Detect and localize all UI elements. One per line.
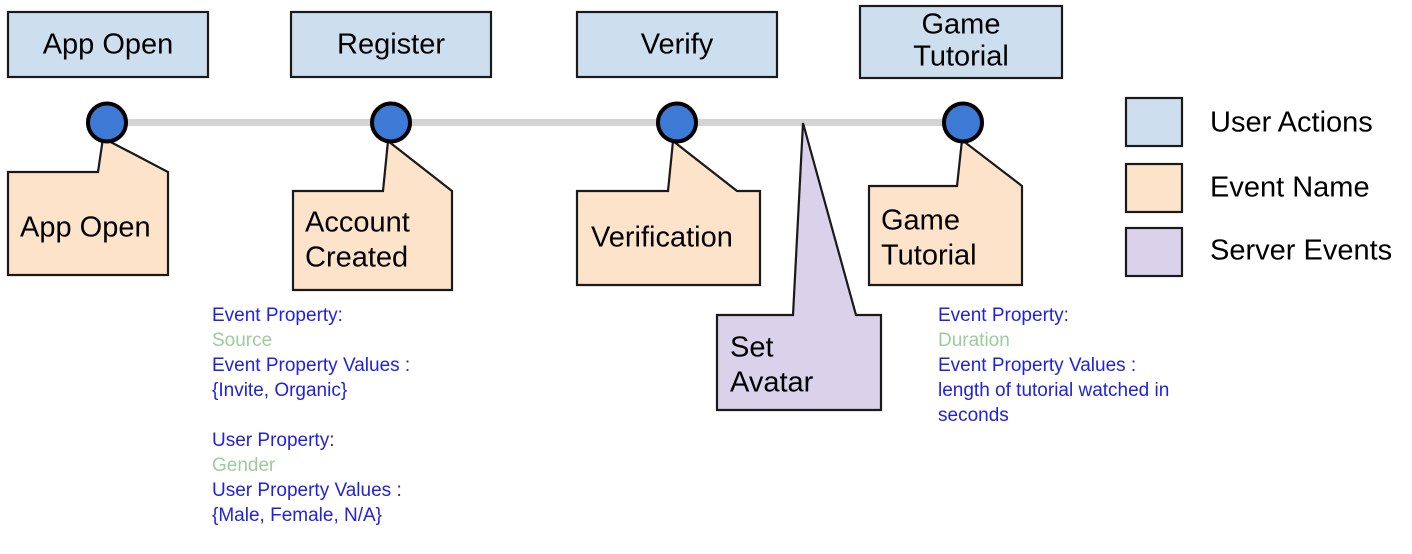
event-callout-game-tutorial[interactable] [867,137,1024,287]
property-block-register-user-property: User Property: Gender User Property Valu… [212,430,402,526]
event-callout-label-account-created-line1: Account [305,207,410,239]
action-box-game-tutorial[interactable] [858,4,1064,80]
prop-line: {Invite, Organic} [212,380,347,401]
server-event-set-avatar: Set Avatar [715,122,883,412]
prop-line: Duration [938,330,1010,351]
legend: User Actions Event Name Server Events [1124,96,1392,278]
timeline-node-verify[interactable] [656,101,698,144]
event-callout-verification[interactable] [575,138,762,287]
prop-line: Source [212,330,272,351]
action-box-verify[interactable] [575,10,779,79]
timeline-node-register[interactable] [370,101,412,144]
action-label-register: Register [337,29,445,61]
event-callout-account-created[interactable] [291,138,454,292]
server-event-label-set-avatar-line1: Set [730,332,774,364]
timeline-node-app-open[interactable] [86,101,128,144]
action-label-game-tutorial-line1: Game [922,9,1001,41]
action-label-game-tutorial-line2: Tutorial [913,41,1009,73]
prop-line: Event Property: [212,305,343,326]
prop-line: Event Property Values : [212,355,410,376]
prop-line: User Property: [212,430,334,451]
legend-label-event-name: Event Name [1210,172,1370,204]
action-box-app-open[interactable] [6,10,210,79]
prop-line: length of tutorial watched in [938,380,1169,401]
server-event-callout-set-avatar[interactable] [715,122,883,412]
event-callout-label-account-created-line2: Created [305,242,408,274]
action-label-verify: Verify [641,29,714,61]
event-callout-app-open[interactable] [6,136,170,277]
action-label-app-open: App Open [43,29,174,61]
server-event-label-set-avatar-line2: Avatar [730,367,814,399]
prop-line: Event Property: [938,305,1069,326]
legend-swatch-event-name [1124,162,1184,214]
step-game-tutorial: Game Tutorial Game Tutorial [858,4,1064,287]
prop-line: Event Property Values : [938,355,1136,376]
event-callout-label-app-open: App Open [20,212,151,244]
step-register: Register Account Created [289,10,493,292]
prop-line: seconds [938,405,1009,426]
timeline-node-game-tutorial[interactable] [942,101,984,144]
prop-line: User Property Values : [212,480,402,501]
legend-swatch-server-events [1124,226,1184,278]
property-block-register-event-property: Event Property: Source Event Property Va… [212,305,410,401]
step-verify: Verify Verification [575,10,779,287]
legend-label-server-events: Server Events [1210,235,1392,267]
step-app-open: App Open App Open [6,10,210,277]
legend-swatch-user-actions [1124,96,1184,148]
property-block-tutorial-event-property: Event Property: Duration Event Property … [938,305,1169,426]
event-callout-label-verification: Verification [591,222,733,254]
event-callout-label-game-tutorial-line1: Game [881,205,960,237]
prop-line: {Male, Female, N/A} [212,505,382,526]
event-callout-label-game-tutorial-line2: Tutorial [881,240,977,272]
prop-line: Gender [212,455,276,476]
legend-label-user-actions: User Actions [1210,107,1373,139]
action-box-register[interactable] [289,10,493,79]
